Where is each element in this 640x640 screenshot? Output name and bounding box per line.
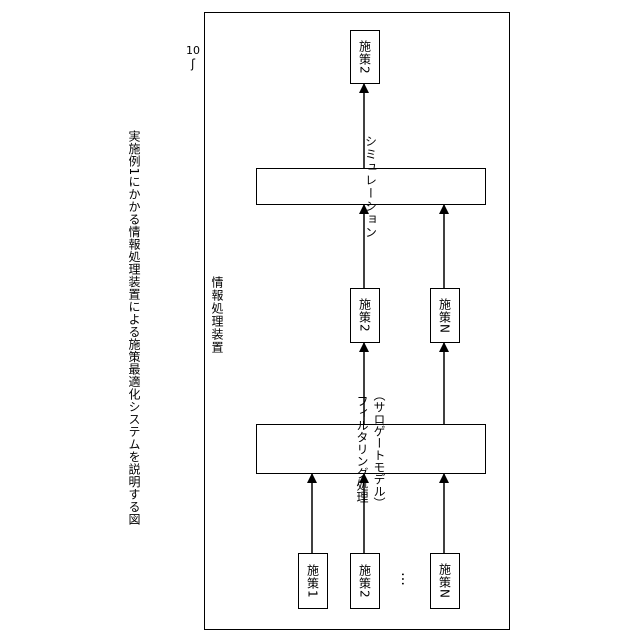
input-measure-2-box: 施策2 bbox=[350, 553, 380, 609]
filtered-measure-2-box: 施策2 bbox=[350, 288, 380, 343]
input-measure-1-box: 施策1 bbox=[298, 553, 328, 609]
simulation-box: シミュレーション bbox=[256, 168, 486, 205]
filtered-measure-n-box: 施策N bbox=[430, 288, 460, 343]
filtering-process-label: フィルタリング処理 bbox=[354, 395, 371, 503]
input-measure-n-box: 施策N bbox=[430, 553, 460, 609]
ellipsis: … bbox=[398, 572, 414, 586]
input-measure-1-label: 施策1 bbox=[305, 564, 322, 599]
input-measure-n-label: 施策N bbox=[437, 563, 454, 599]
filtered-measure-n-label: 施策N bbox=[437, 298, 454, 334]
surrogate-model-label: （サロゲートモデル） bbox=[371, 389, 388, 509]
simulation-label: シミュレーション bbox=[363, 135, 380, 239]
output-measure-box: 施策2 bbox=[350, 30, 380, 84]
filtered-measure-2-label: 施策2 bbox=[357, 298, 374, 333]
filtering-process-box: フィルタリング処理 （サロゲートモデル） bbox=[256, 424, 486, 474]
input-measure-2-label: 施策2 bbox=[357, 564, 374, 599]
output-measure-label: 施策2 bbox=[357, 40, 374, 75]
